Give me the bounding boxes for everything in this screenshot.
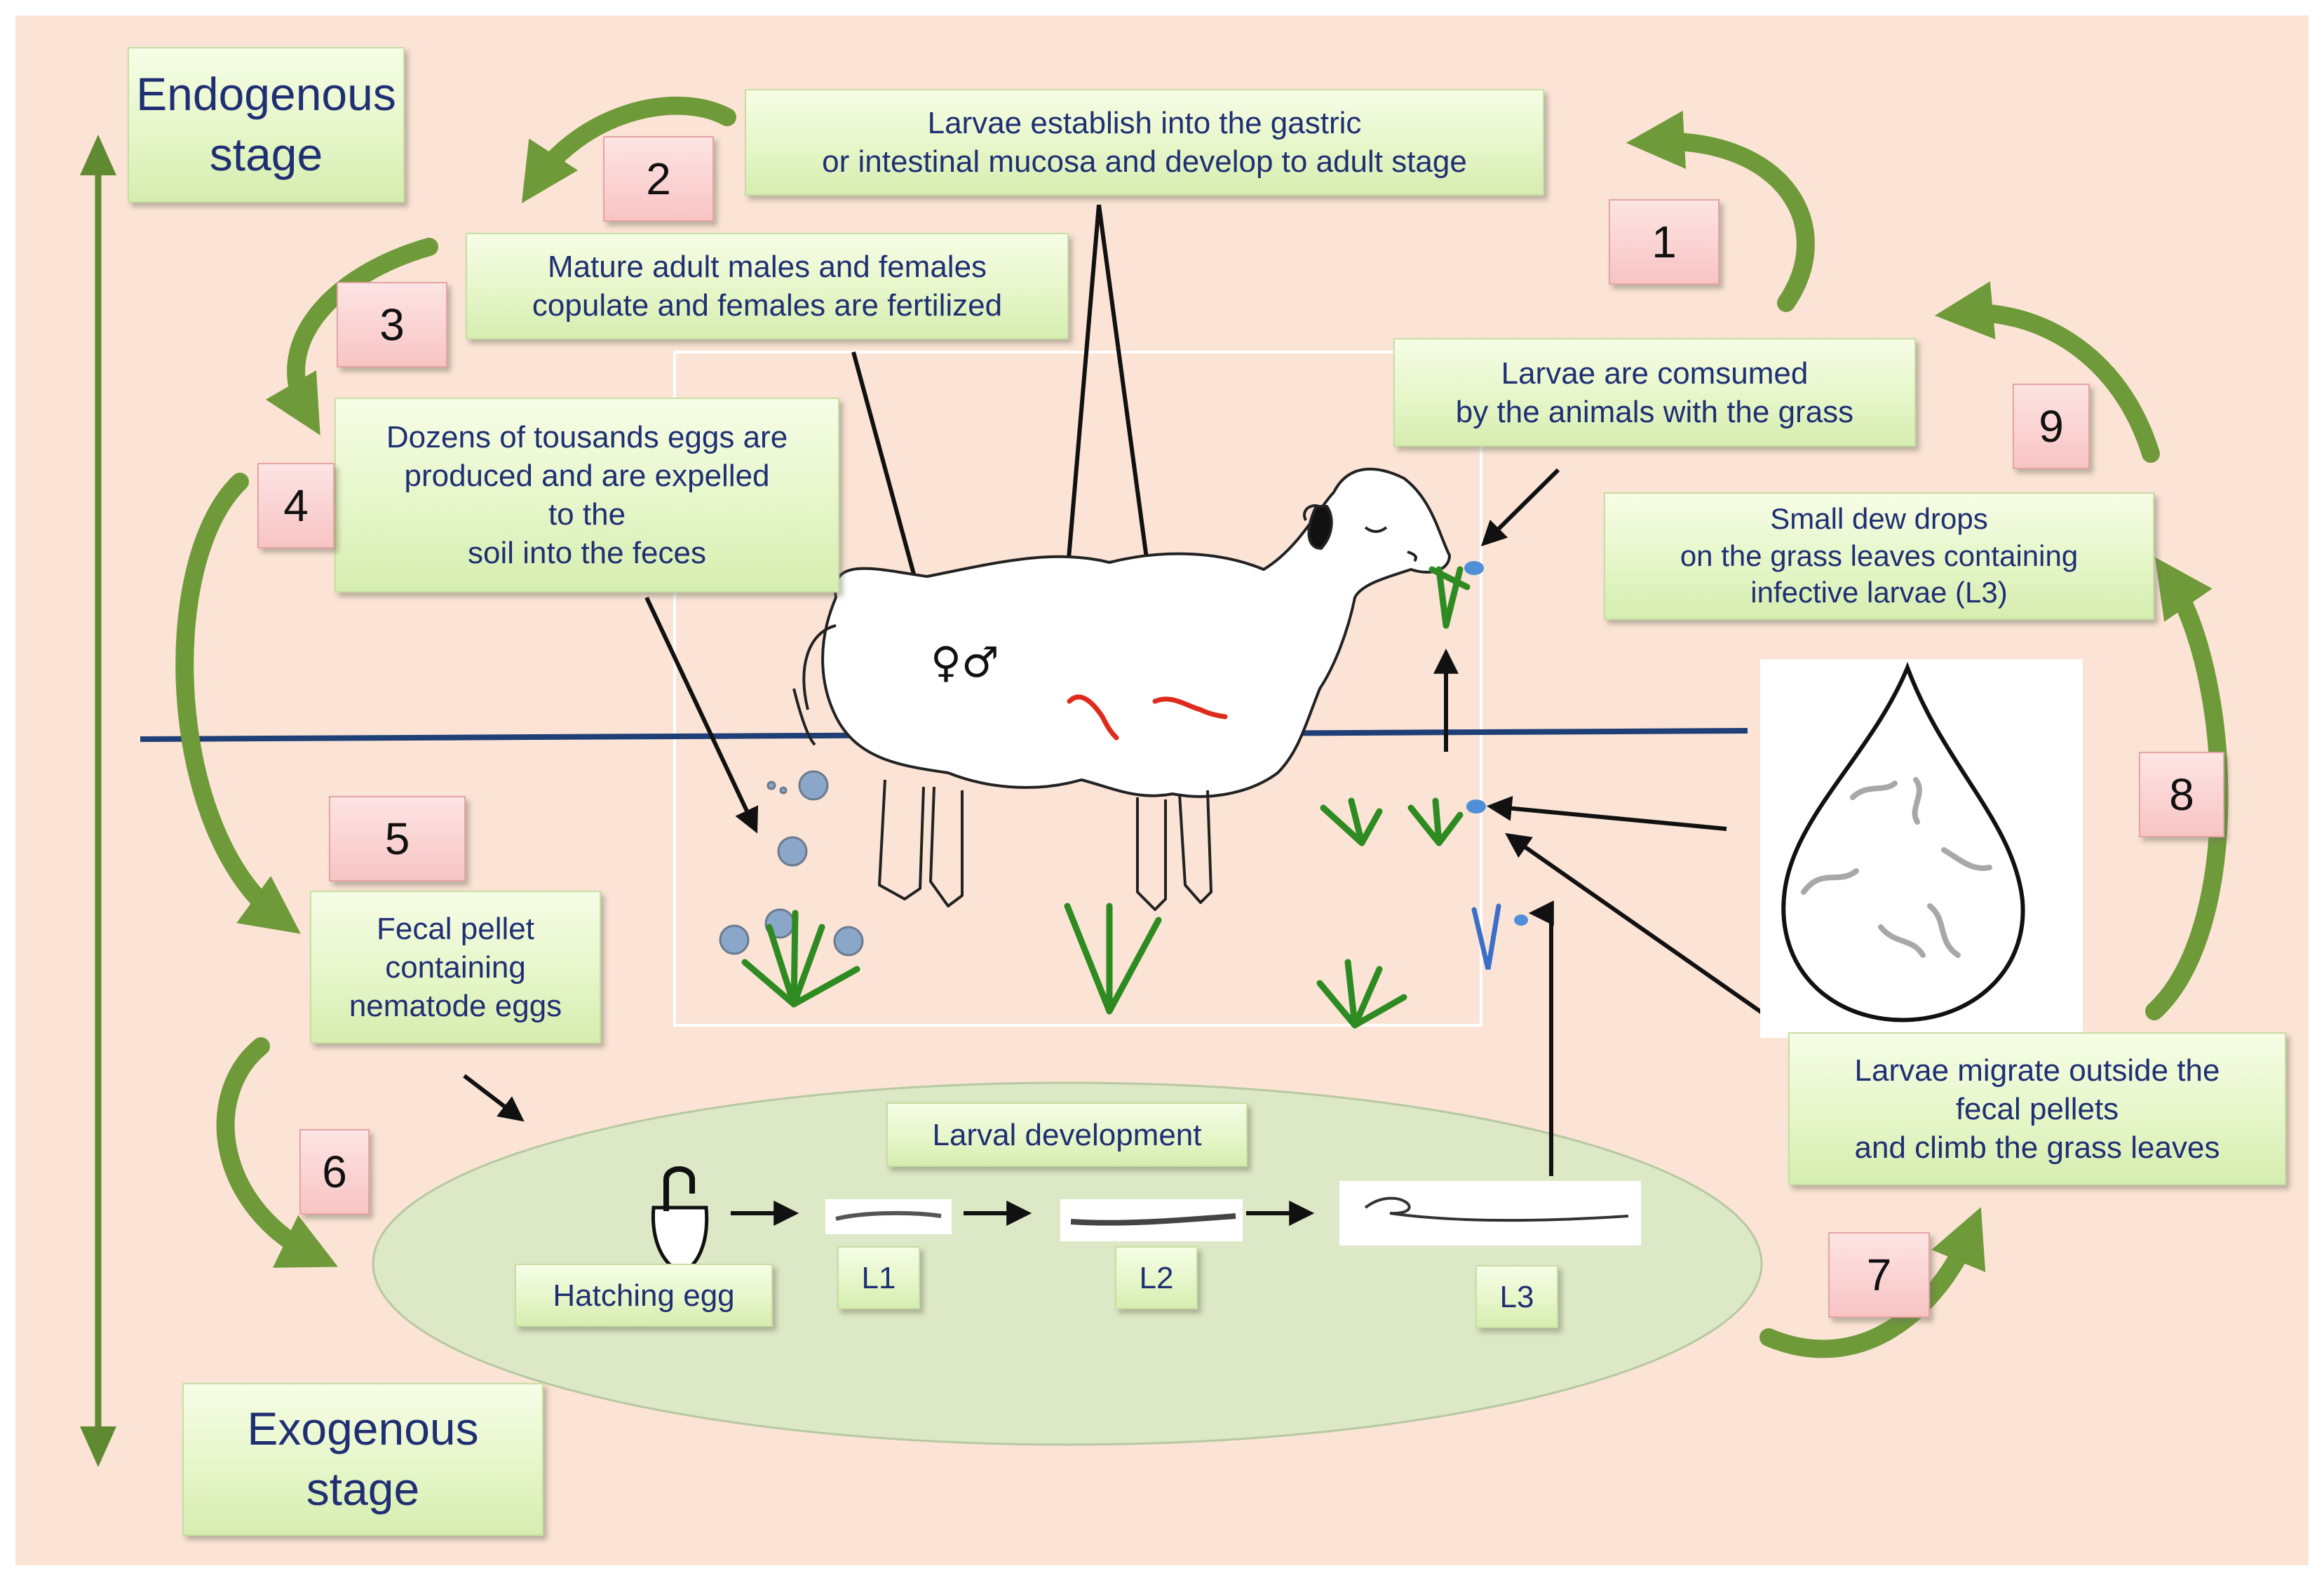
grass-icon <box>741 566 1471 1029</box>
l2-box: L2 <box>1115 1246 1198 1309</box>
step-number-6: 6 <box>299 1129 370 1215</box>
dew-box: Small dew drops on the grass leaves cont… <box>1604 492 2154 620</box>
fecal-box: Fecal pellet containing nematode eggs <box>310 891 601 1044</box>
mature-box: Mature adult males and females copulate … <box>466 233 1069 339</box>
hatching-egg-box: Hatching egg <box>515 1264 773 1327</box>
dew-drop-icon <box>1464 561 1528 926</box>
migrate-line-3: and climb the grass leaves <box>1854 1130 2220 1165</box>
step-number-2: 2 <box>603 136 714 222</box>
cycle-arrows <box>175 96 2229 1358</box>
exogenous-stage-box: Exogenous stage <box>182 1383 543 1536</box>
eggs-line-3: to the <box>548 497 626 532</box>
l3-up-arrow <box>1528 900 1554 1176</box>
step-number-1: 1 <box>1609 199 1720 285</box>
dew-line-2: on the grass leaves containing <box>1680 539 2079 572</box>
fecal-pellet-icon <box>719 770 864 957</box>
mature-line-2: copulate and females are fertilized <box>532 288 1003 323</box>
step-number-4: 4 <box>257 463 335 548</box>
sheep-illustration <box>792 467 1451 911</box>
hatching-egg-label: Hatching egg <box>553 1278 735 1313</box>
curved-arrow-4 <box>175 473 301 934</box>
stage-axis-arrow <box>80 135 116 1467</box>
consumed-line-2: by the animals with the grass <box>1455 394 1854 429</box>
migrate-box: Larvae migrate outside the fecal pellets… <box>1788 1032 2286 1185</box>
fecal-line-3: nematode eggs <box>349 988 562 1023</box>
curved-arrow-2 <box>521 96 736 203</box>
step-number-9: 9 <box>2013 384 2090 469</box>
establish-line-1: Larvae establish into the gastric <box>927 106 1362 140</box>
l3-box: L3 <box>1475 1265 1558 1328</box>
l1-box: L1 <box>837 1246 920 1309</box>
l2-label: L2 <box>1139 1260 1174 1295</box>
larval-development-box: Larval development <box>886 1102 1248 1167</box>
consumed-line-1: Larvae are comsumed <box>1501 356 1809 391</box>
dew-line-3: infective larvae (L3) <box>1750 576 2008 609</box>
endogenous-line-2: stage <box>209 128 323 180</box>
grass-blue-icon <box>1471 903 1501 970</box>
mature-line-1: Mature adult males and females <box>547 250 987 284</box>
larva-l1-icon <box>835 1210 942 1221</box>
diagram-canvas: Endogenous stage Exogenous stage Larvae … <box>15 15 2309 1565</box>
endogenous-line-1: Endogenous <box>136 68 396 121</box>
step-number-7: 7 <box>1828 1232 1930 1318</box>
sex-symbols-icon: ♀♂ <box>931 638 999 687</box>
l3-panel <box>1339 1181 1641 1245</box>
curved-arrow-7 <box>1759 1207 1986 1358</box>
diagram-graphics <box>80 96 2229 1467</box>
endogenous-stage-box: Endogenous stage <box>128 47 405 203</box>
eggs-line-4: soil into the feces <box>468 536 706 570</box>
worm-icon-2 <box>1152 696 1228 720</box>
eggs-line-1: Dozens of tousands eggs are <box>386 420 788 454</box>
step-number-3: 3 <box>337 282 447 367</box>
eggs-box: Dozens of tousands eggs are produced and… <box>335 398 839 593</box>
exogenous-line-1: Exogenous <box>247 1403 479 1455</box>
migrate-line-1: Larvae migrate outside the <box>1854 1053 2220 1088</box>
exogenous-line-2: stage <box>306 1463 420 1515</box>
fecal-line-2: containing <box>385 950 526 985</box>
pasture-frame <box>673 351 1482 1027</box>
migrate-line-2: fecal pellets <box>1955 1091 2119 1126</box>
curved-arrow-9 <box>1934 281 2160 463</box>
larva-l2-icon <box>1070 1213 1236 1226</box>
dew-drop-icon-large <box>1781 661 2025 1022</box>
consumed-box: Larvae are comsumed by the animals with … <box>1393 338 1916 447</box>
step-number-5: 5 <box>329 796 466 882</box>
l1-label: L1 <box>861 1260 896 1295</box>
soil-ellipse <box>372 1081 1763 1446</box>
l3-label: L3 <box>1499 1279 1534 1314</box>
step-number-8: 8 <box>2139 752 2224 837</box>
worm-icon-1 <box>1067 694 1119 741</box>
curved-arrow-6 <box>216 1037 338 1268</box>
larva-in-drop-icon <box>1801 777 1992 958</box>
curved-arrow-1 <box>1626 110 1815 312</box>
larval-development-label: Larval development <box>932 1117 1202 1152</box>
larva-l3-icon <box>1364 1196 1629 1222</box>
establish-line-2: or intestinal mucosa and develop to adul… <box>822 144 1467 179</box>
fecal-line-1: Fecal pellet <box>376 911 534 946</box>
dew-line-1: Small dew drops <box>1770 502 1988 536</box>
eggs-line-2: produced and are expelled <box>404 459 770 493</box>
curved-arrow-3 <box>265 238 438 435</box>
establish-box: Larvae establish into the gastric or int… <box>745 89 1544 196</box>
